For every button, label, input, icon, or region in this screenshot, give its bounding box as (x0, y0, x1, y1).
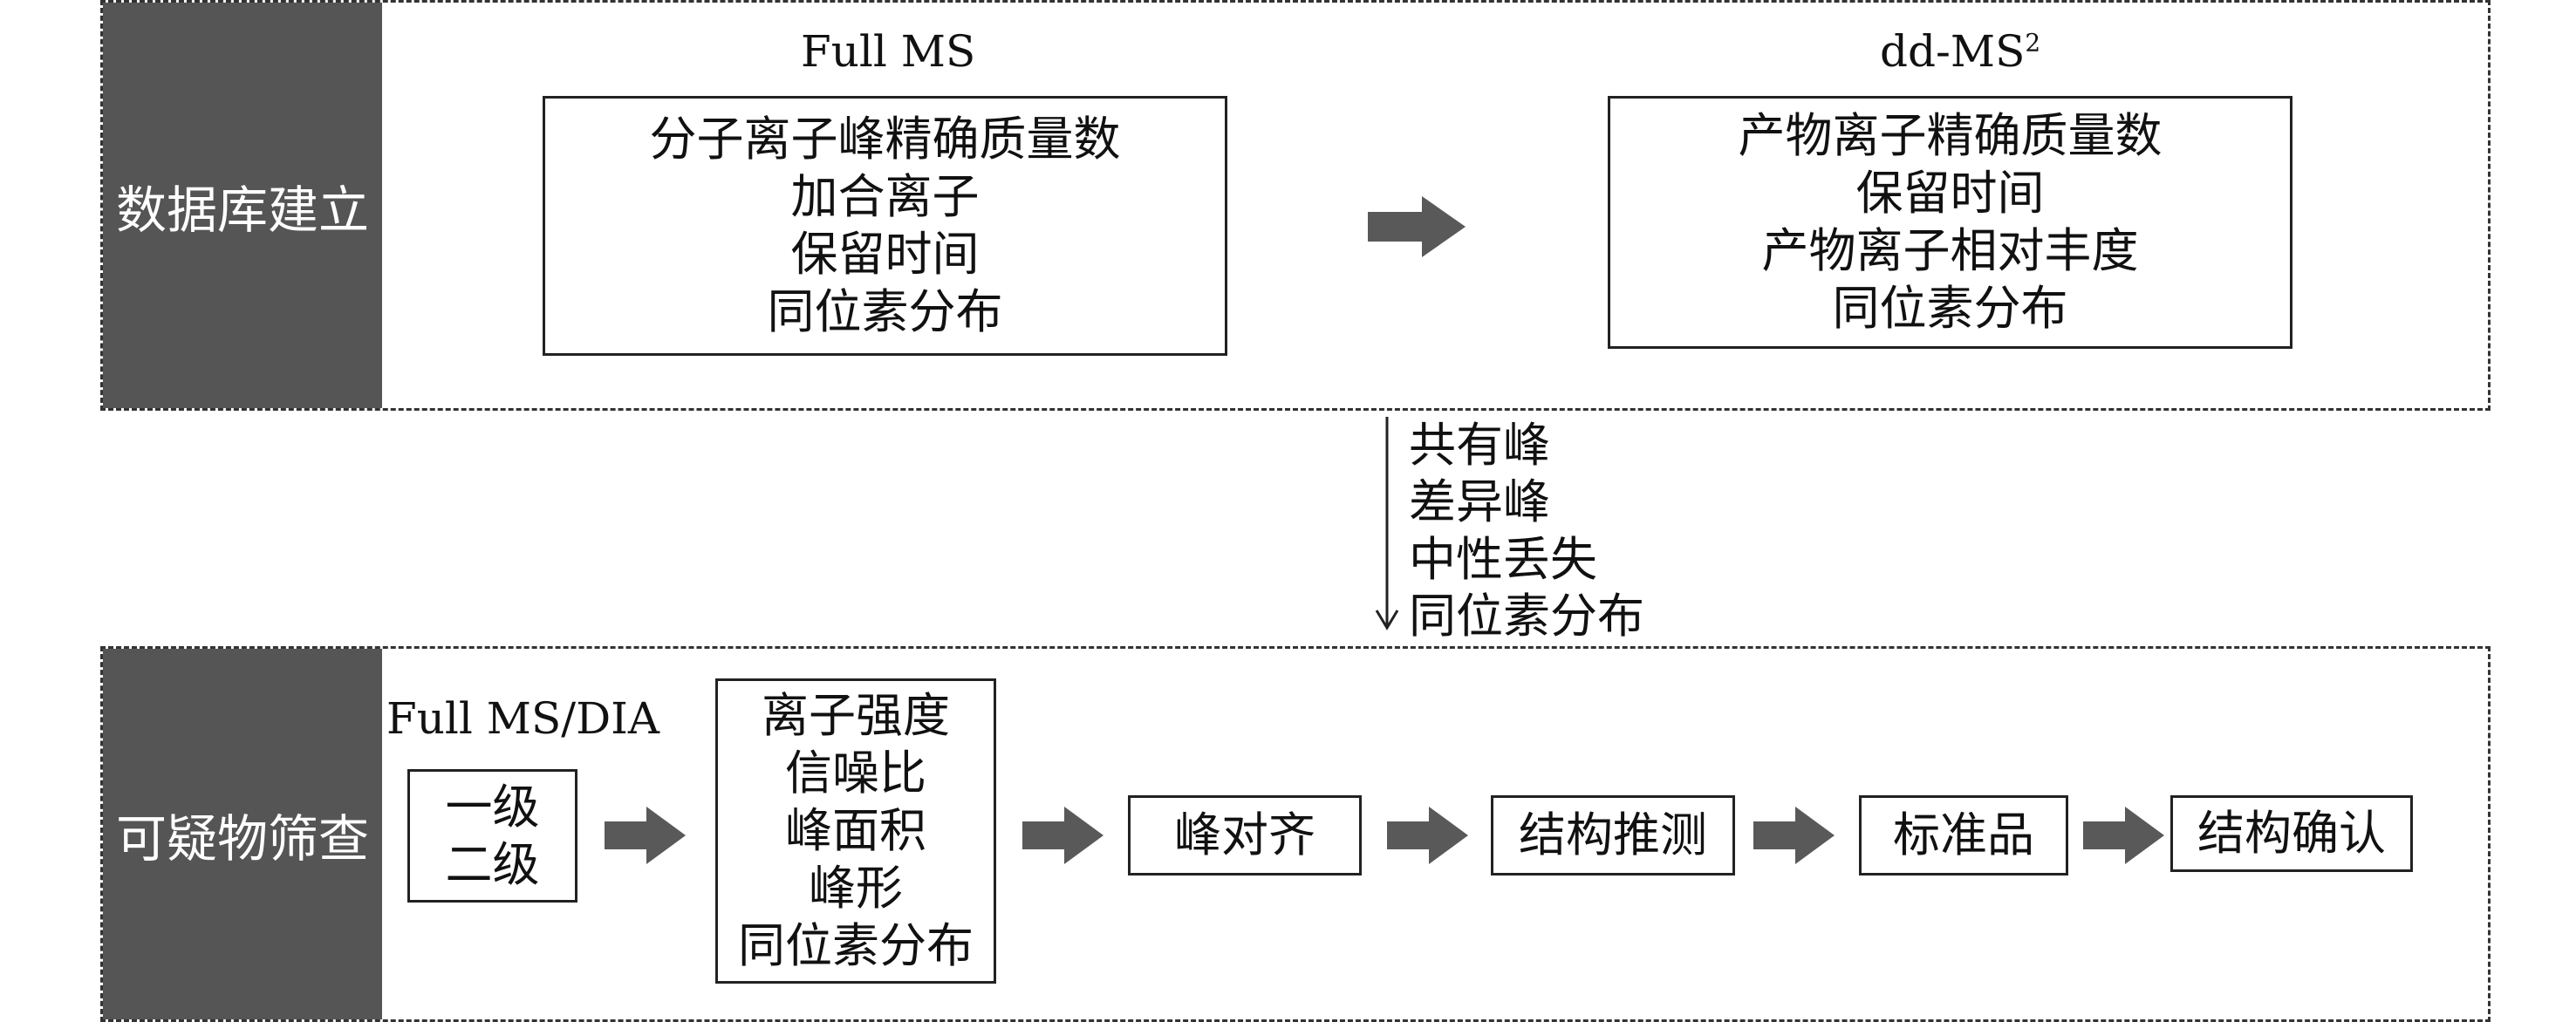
right-arrow-icon (1387, 807, 1468, 864)
database-label: 数据库建立 (103, 3, 382, 408)
acquisition-caption: Full MS/DIA (386, 693, 660, 744)
filter-criteria: 共有峰 差异峰 中性丢失 同位素分布 (1409, 417, 1644, 644)
right-arrow-icon (605, 807, 686, 864)
peak-alignment-box: 峰对齐 (1128, 795, 1362, 876)
features-box: 离子强度 信噪比 峰面积 峰形 同位素分布 (715, 678, 996, 984)
down-arrow-icon (1375, 417, 1399, 630)
filter-criteria-item: 差异峰 (1409, 474, 1550, 530)
dd-ms-item: 产物离子精确质量数 (1738, 108, 2163, 164)
database-panel: 数据库建立 (100, 0, 2491, 411)
filter-criteria-item: 中性丢失 (1409, 531, 1597, 587)
full-ms-box: 分子离子峰精确质量数 加合离子 保留时间 同位素分布 (543, 96, 1227, 356)
level-item: 一级 (445, 779, 540, 835)
dd-ms-box: 产物离子精确质量数 保留时间 产物离子相对丰度 同位素分布 (1608, 96, 2292, 349)
full-ms-item: 同位素分布 (767, 283, 1003, 339)
screening-panel: 可疑物筛查 (100, 646, 2491, 1022)
filter-criteria-item: 共有峰 (1409, 418, 1550, 473)
right-arrow-icon (2083, 807, 2164, 864)
right-arrow-icon (1022, 807, 1104, 864)
dd-ms-item: 产物离子相对丰度 (1761, 223, 2139, 278)
reference-standard-box: 标准品 (1859, 795, 2068, 876)
feature-item: 离子强度 (762, 688, 950, 744)
full-ms-item: 分子离子峰精确质量数 (649, 112, 1121, 167)
full-ms-item: 保留时间 (790, 227, 980, 282)
full-ms-caption: Full MS (801, 26, 976, 77)
feature-item: 峰形 (809, 860, 903, 916)
feature-item: 峰面积 (785, 803, 926, 859)
filter-criteria-item: 同位素分布 (1409, 588, 1644, 644)
screening-label: 可疑物筛查 (103, 649, 382, 1019)
dd-ms-item: 同位素分布 (1832, 280, 2068, 336)
structure-inference-box: 结构推测 (1491, 795, 1735, 876)
right-arrow-icon (1753, 807, 1835, 864)
feature-item: 同位素分布 (738, 917, 974, 973)
feature-item: 信噪比 (785, 746, 926, 801)
dd-ms-caption: dd-MS2 (1880, 26, 2041, 77)
level-item: 二级 (445, 836, 540, 892)
levels-box: 一级 二级 (407, 769, 577, 903)
structure-confirmation-box: 结构确认 (2170, 795, 2413, 872)
right-arrow-icon (1368, 196, 1466, 257)
dd-ms-item: 保留时间 (1855, 166, 2045, 221)
full-ms-item: 加合离子 (790, 169, 980, 225)
